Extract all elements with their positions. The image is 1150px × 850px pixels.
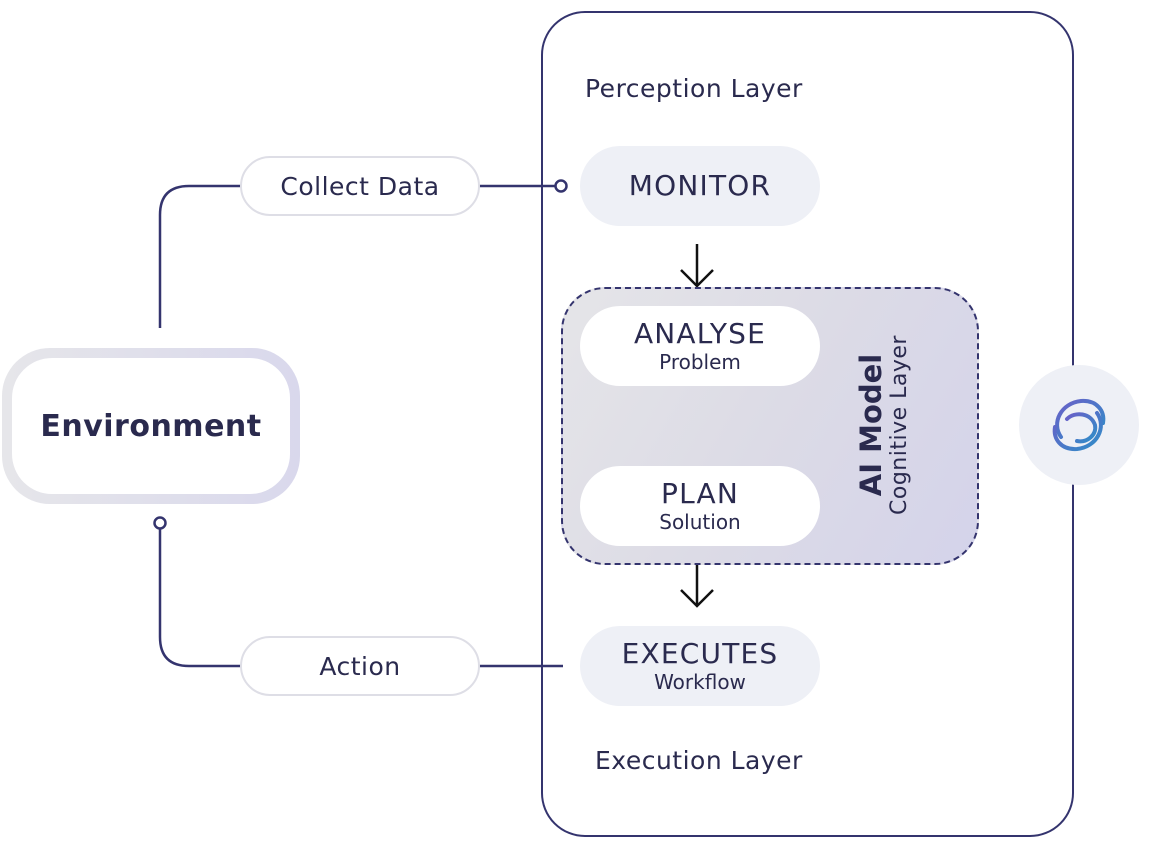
action-label: Action (319, 651, 401, 681)
action-connector (158, 529, 242, 668)
monitor-title: MONITOR (628, 169, 772, 202)
action-pill: Action (240, 636, 480, 696)
ai-model-title: AI Model (854, 353, 888, 497)
environment-node: Environment (12, 358, 290, 494)
collect-data-pill: Collect Data (240, 156, 480, 216)
ring-logo-icon (1052, 398, 1106, 452)
collect-data-endpoint (554, 179, 568, 193)
cognitive-layer-label: AI Model Cognitive Layer (854, 335, 913, 515)
plan-step: PLAN Solution (580, 466, 820, 546)
environment-label: Environment (40, 408, 262, 444)
analyse-title: ANALYSE (633, 317, 767, 350)
executes-subtitle: Workflow (654, 670, 746, 694)
action-endpoint (153, 516, 167, 530)
analyse-subtitle: Problem (659, 350, 741, 374)
collect-data-label: Collect Data (280, 171, 440, 201)
monitor-step: MONITOR (580, 146, 820, 226)
executes-title: EXECUTES (621, 637, 779, 670)
cognitive-layer-subtitle: Cognitive Layer (887, 335, 912, 515)
analyse-step: ANALYSE Problem (580, 306, 820, 386)
perception-layer-label: Perception Layer (585, 74, 803, 103)
arrow-plan-executes-icon (680, 565, 714, 608)
collect-data-connector (158, 184, 242, 328)
plan-title: PLAN (660, 477, 740, 510)
executes-step: EXECUTES Workflow (580, 626, 820, 706)
logo-badge (1019, 365, 1139, 485)
plan-subtitle: Solution (659, 510, 741, 534)
arrow-monitor-analyse-icon (680, 244, 714, 288)
execution-layer-label: Execution Layer (595, 746, 803, 775)
